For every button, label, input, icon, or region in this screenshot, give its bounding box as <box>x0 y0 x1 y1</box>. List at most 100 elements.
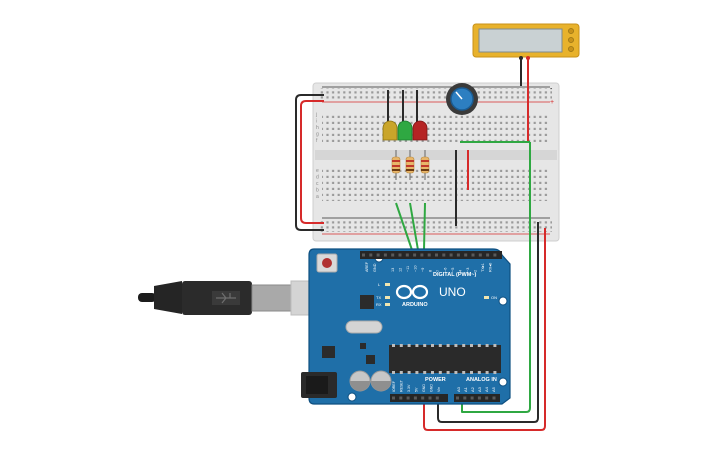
digital-pin-label: ~3 <box>466 268 470 272</box>
chip-pin <box>407 344 411 347</box>
header-pin-hole[interactable] <box>470 396 474 400</box>
resistor-band <box>406 160 414 162</box>
header-pin-hole[interactable] <box>456 253 460 257</box>
resistor-band <box>406 165 414 167</box>
wire-left-power[interactable] <box>300 100 324 224</box>
power-header[interactable] <box>390 394 448 402</box>
led-green-icon[interactable] <box>397 120 413 141</box>
small-regulator <box>366 355 375 364</box>
chip-pin <box>392 344 395 347</box>
power-pin-label: RESET <box>400 379 404 392</box>
chip-pin <box>462 371 466 374</box>
wires[interactable] <box>295 94 546 431</box>
digital-header[interactable] <box>360 251 502 259</box>
header-pin-hole[interactable] <box>376 253 380 257</box>
chip-pin <box>431 371 434 374</box>
led-group[interactable] <box>382 90 430 180</box>
header-pin-hole[interactable] <box>362 253 365 257</box>
header-pin-hole[interactable] <box>428 396 432 400</box>
header-pin-hole[interactable] <box>383 253 387 257</box>
chip-pin <box>470 344 473 347</box>
header-pin-hole[interactable] <box>456 396 459 400</box>
wire-signal-3[interactable] <box>423 202 426 251</box>
header-pin-hole[interactable] <box>413 253 417 257</box>
wire-signal-2[interactable] <box>409 202 419 251</box>
top-power-rail[interactable] <box>320 88 552 100</box>
header-pin-hole[interactable] <box>435 253 438 257</box>
resistor-band <box>421 160 429 162</box>
header-pin-hole[interactable] <box>478 253 482 257</box>
led-red-icon[interactable] <box>412 120 428 141</box>
power-pin-label: IOREF <box>392 380 396 392</box>
usb-controller-chip <box>360 295 374 309</box>
bottom-terminal-strip[interactable] <box>322 168 550 201</box>
lcd-screw-icon <box>568 46 574 52</box>
chip-pin <box>438 344 442 347</box>
header-pin-hole[interactable] <box>435 396 439 400</box>
on-label: ON <box>491 295 497 300</box>
header-pin-hole[interactable] <box>463 396 467 400</box>
header-pin-hole[interactable] <box>392 396 395 400</box>
resistor-2[interactable] <box>405 150 415 180</box>
led-yellow-icon[interactable] <box>382 120 398 141</box>
arduino-logo: ARDUINO UNO <box>395 284 466 308</box>
wire-left-gnd[interactable] <box>295 94 324 231</box>
chip-pin <box>477 344 481 347</box>
resistor-1[interactable] <box>391 150 401 180</box>
wire-5v-return[interactable] <box>423 228 546 431</box>
bottom-power-rail[interactable] <box>320 220 552 232</box>
analog-header[interactable] <box>454 394 500 402</box>
digital-pin-label: 2 <box>474 270 478 272</box>
header-pin-hole[interactable] <box>477 396 481 400</box>
wire-gnd-return[interactable] <box>437 222 539 423</box>
header-pin-hole[interactable] <box>471 253 475 257</box>
digital-pin-label: ~10 <box>414 266 418 272</box>
lcd-pin <box>526 56 530 60</box>
header-pin-hole[interactable] <box>485 396 489 400</box>
header-pin-hole[interactable] <box>391 253 395 257</box>
gnd-pin-label: GND <box>373 263 377 272</box>
lcd-module[interactable] <box>472 23 580 142</box>
resistor-3[interactable] <box>420 150 430 180</box>
analog-pin-label: A0 <box>456 386 461 392</box>
header-pin-hole[interactable] <box>420 253 424 257</box>
header-pin-hole[interactable] <box>413 396 417 400</box>
header-pin-hole[interactable] <box>486 253 490 257</box>
header-pin-hole[interactable] <box>449 253 453 257</box>
header-pin-hole[interactable] <box>421 396 425 400</box>
header-pin-hole[interactable] <box>427 253 431 257</box>
voltage-regulator <box>322 346 335 358</box>
header-pin-hole[interactable] <box>442 253 446 257</box>
header-pin-hole[interactable] <box>398 253 402 257</box>
header-pin-hole[interactable] <box>464 253 468 257</box>
header-pin-hole[interactable] <box>493 253 497 257</box>
header-pin-hole[interactable] <box>406 396 410 400</box>
lcd-screen <box>478 28 563 53</box>
usb-cable-cord <box>138 293 156 302</box>
header-pin-hole[interactable] <box>399 396 403 400</box>
mounting-hole-icon <box>498 296 508 306</box>
top-terminal-strip[interactable] <box>322 112 550 145</box>
row-letter-label: c <box>316 181 319 187</box>
wire-signal-1[interactable] <box>395 202 413 251</box>
header-pin-hole[interactable] <box>492 396 496 400</box>
resistor-band <box>406 169 414 171</box>
header-pin-hole[interactable] <box>369 253 373 257</box>
on-led-icon <box>484 296 489 299</box>
digital-pin-label: ~6 <box>444 268 448 272</box>
power-pin-label: 5V <box>415 387 419 392</box>
header-pin-hole[interactable] <box>405 253 409 257</box>
analog-pin-label: A2 <box>470 386 475 392</box>
digital-pin-label: 8 <box>429 270 433 272</box>
usb-metal-shell <box>251 284 293 312</box>
reset-button-cap-icon[interactable] <box>322 258 332 268</box>
potentiometer[interactable] <box>446 83 478 115</box>
resistor-band <box>421 169 429 171</box>
wire-analog-a0[interactable] <box>461 142 531 413</box>
chip-pin <box>454 371 458 374</box>
resistor-band <box>392 169 400 171</box>
